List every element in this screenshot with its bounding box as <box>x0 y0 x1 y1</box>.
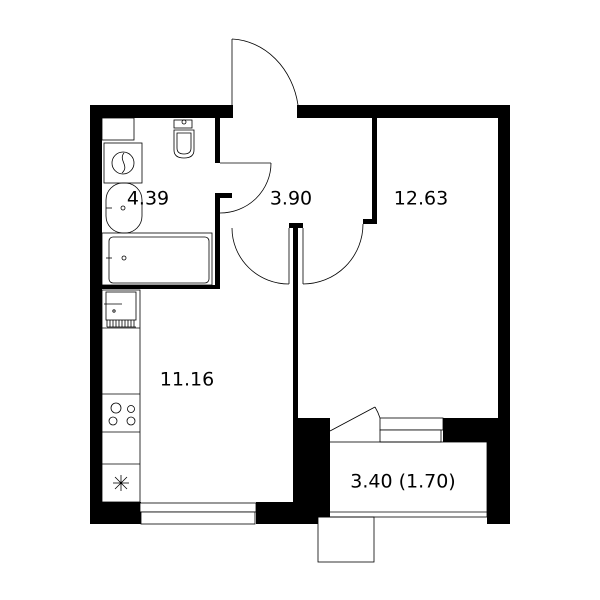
bathroom-fixtures <box>101 117 213 286</box>
bathtub-frame <box>101 232 213 286</box>
room-area-balcony: 3.40 (1.70) <box>350 471 455 493</box>
stove-burner <box>108 416 118 426</box>
entrance-door <box>231 38 299 118</box>
stove-burner <box>127 405 135 413</box>
bedroom-door <box>302 223 364 285</box>
room-area-hallway: 3.90 <box>270 188 312 210</box>
interior-walls <box>102 118 377 418</box>
bathtub <box>108 236 210 284</box>
windows <box>139 417 444 563</box>
balcony-door <box>329 406 381 432</box>
cabinet <box>101 117 135 141</box>
gas-riser-icon <box>113 475 129 491</box>
balcony-outline <box>316 441 488 518</box>
toilet <box>173 129 195 159</box>
balcony-railing <box>317 516 375 563</box>
room-area-kitchen: 11.16 <box>160 369 214 391</box>
kitchen-sink <box>105 291 137 321</box>
doors <box>219 38 381 432</box>
room-area-bathroom: 4.39 <box>127 188 169 210</box>
kitchen-door <box>231 227 290 285</box>
washing-machine <box>103 142 143 184</box>
stove-burner <box>110 402 122 414</box>
kitchen-fixtures <box>101 289 141 503</box>
bathroom-door <box>219 162 272 214</box>
room-area-bedroom: 12.63 <box>394 188 448 210</box>
counter <box>101 289 141 503</box>
exterior-walls <box>90 105 510 524</box>
stove-burner <box>126 416 136 426</box>
